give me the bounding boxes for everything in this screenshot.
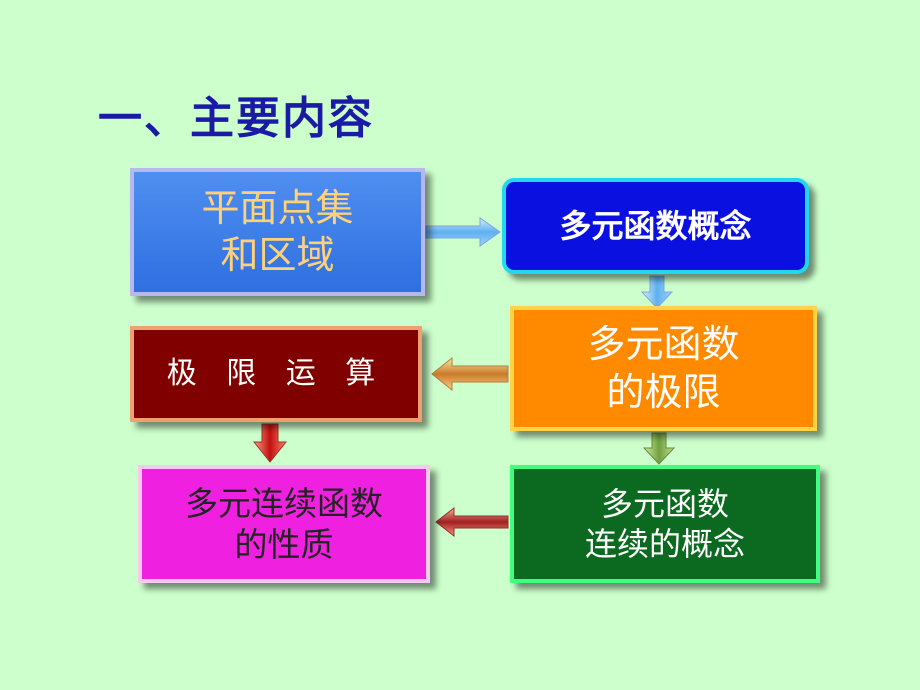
box-multivariate-limit-label: 多元函数 的极限 [587,322,740,414]
box-point-sets-regions-label: 平面点集 和区域 [201,185,354,278]
box-limit-operations: 极 限 运 算 [130,326,422,422]
arrow-down-1 [640,275,674,309]
arrow-left-1 [431,356,509,392]
box-limit-operations-label: 极 限 运 算 [166,356,386,392]
arrow-down-2 [252,423,288,463]
page-title: 一、主要内容 [98,93,374,144]
box-continuity-concept-label: 多元函数 连续的概念 [584,485,745,563]
arrow-right-1 [425,217,501,247]
arrow-left-2 [435,506,509,538]
box-multivariate-function-concept: 多元函数概念 [502,178,809,274]
box-continuous-function-properties: 多元连续函数 的性质 [138,465,430,583]
box-multivariate-limit: 多元函数 的极限 [510,306,817,431]
box-continuous-function-properties-label: 多元连续函数 的性质 [185,483,383,564]
box-multivariate-function-concept-label: 多元函数概念 [559,207,752,245]
box-point-sets-regions: 平面点集 和区域 [130,168,425,296]
arrow-down-3 [642,432,676,465]
box-continuity-concept: 多元函数 连续的概念 [510,465,820,583]
